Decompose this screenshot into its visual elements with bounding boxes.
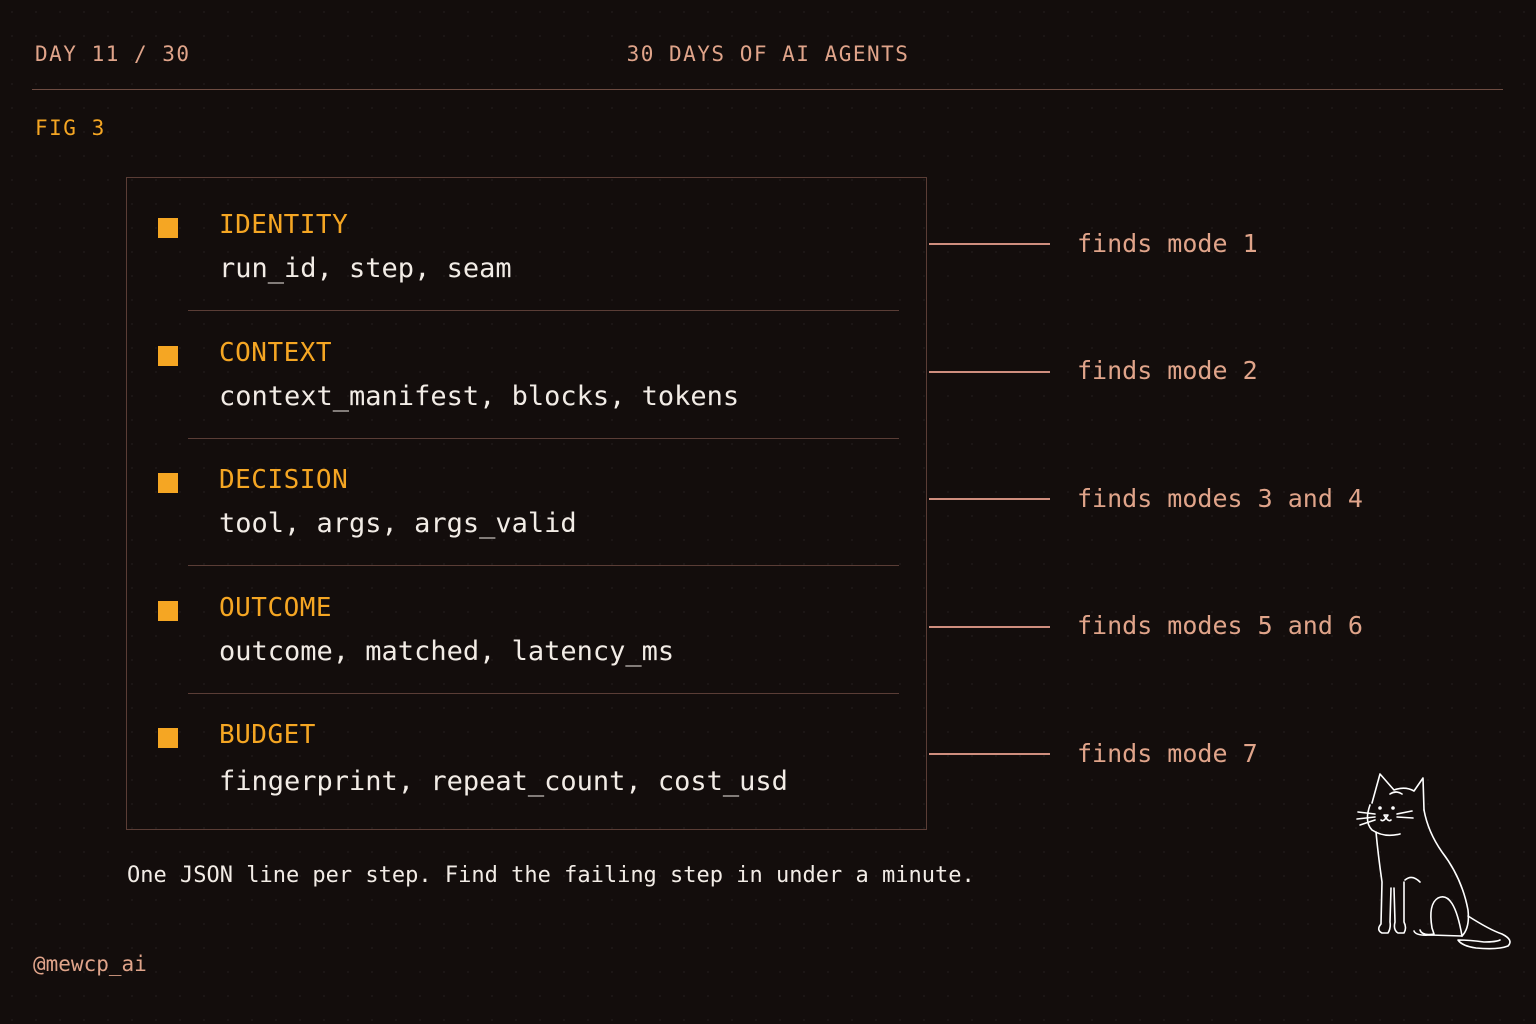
section-fields: run_id, step, seam bbox=[219, 253, 512, 284]
finds-label: finds mode 2 bbox=[1077, 356, 1258, 385]
square-bullet-icon bbox=[158, 728, 178, 748]
section-fields: fingerprint, repeat_count, cost_usd bbox=[219, 766, 788, 797]
figure-label: FIG 3 bbox=[35, 116, 106, 140]
section-context: CONTEXT context_manifest, blocks, tokens bbox=[127, 306, 926, 426]
section-fields: outcome, matched, latency_ms bbox=[219, 636, 675, 667]
section-identity: IDENTITY run_id, step, seam bbox=[127, 178, 926, 298]
section-outcome: OUTCOME outcome, matched, latency_ms bbox=[127, 561, 926, 681]
finds-label: finds mode 1 bbox=[1077, 229, 1258, 258]
section-title: BUDGET bbox=[219, 720, 316, 750]
series-title: 30 DAYS OF AI AGENTS bbox=[626, 42, 910, 66]
connector-line bbox=[929, 498, 1050, 500]
day-counter: DAY 11 / 30 bbox=[35, 42, 191, 66]
section-divider bbox=[188, 565, 899, 566]
square-bullet-icon bbox=[158, 346, 178, 366]
finds-label: finds modes 5 and 6 bbox=[1077, 611, 1363, 640]
square-bullet-icon bbox=[158, 601, 178, 621]
header-divider bbox=[32, 89, 1503, 90]
section-divider bbox=[188, 438, 899, 439]
section-fields: tool, args, args_valid bbox=[219, 508, 577, 539]
section-title: DECISION bbox=[219, 465, 349, 495]
section-divider bbox=[188, 310, 899, 311]
finds-label: finds mode 7 bbox=[1077, 739, 1258, 768]
caption: One JSON line per step. Find the failing… bbox=[127, 863, 975, 888]
section-title: OUTCOME bbox=[219, 593, 333, 623]
section-fields: context_manifest, blocks, tokens bbox=[219, 381, 740, 412]
section-decision: DECISION tool, args, args_valid bbox=[127, 433, 926, 553]
section-title: IDENTITY bbox=[219, 210, 349, 240]
cat-icon bbox=[1350, 770, 1520, 959]
section-divider bbox=[188, 693, 899, 694]
log-schema-panel: IDENTITY run_id, step, seam CONTEXT cont… bbox=[126, 177, 927, 830]
square-bullet-icon bbox=[158, 218, 178, 238]
section-budget: BUDGET fingerprint, repeat_count, cost_u… bbox=[127, 688, 926, 808]
connector-line bbox=[929, 371, 1050, 373]
connector-line bbox=[929, 243, 1050, 245]
section-title: CONTEXT bbox=[219, 338, 333, 368]
finds-label: finds modes 3 and 4 bbox=[1077, 484, 1363, 513]
connector-line bbox=[929, 753, 1050, 755]
connector-line bbox=[929, 626, 1050, 628]
square-bullet-icon bbox=[158, 473, 178, 493]
author-handle: @mewcp_ai bbox=[33, 952, 147, 976]
